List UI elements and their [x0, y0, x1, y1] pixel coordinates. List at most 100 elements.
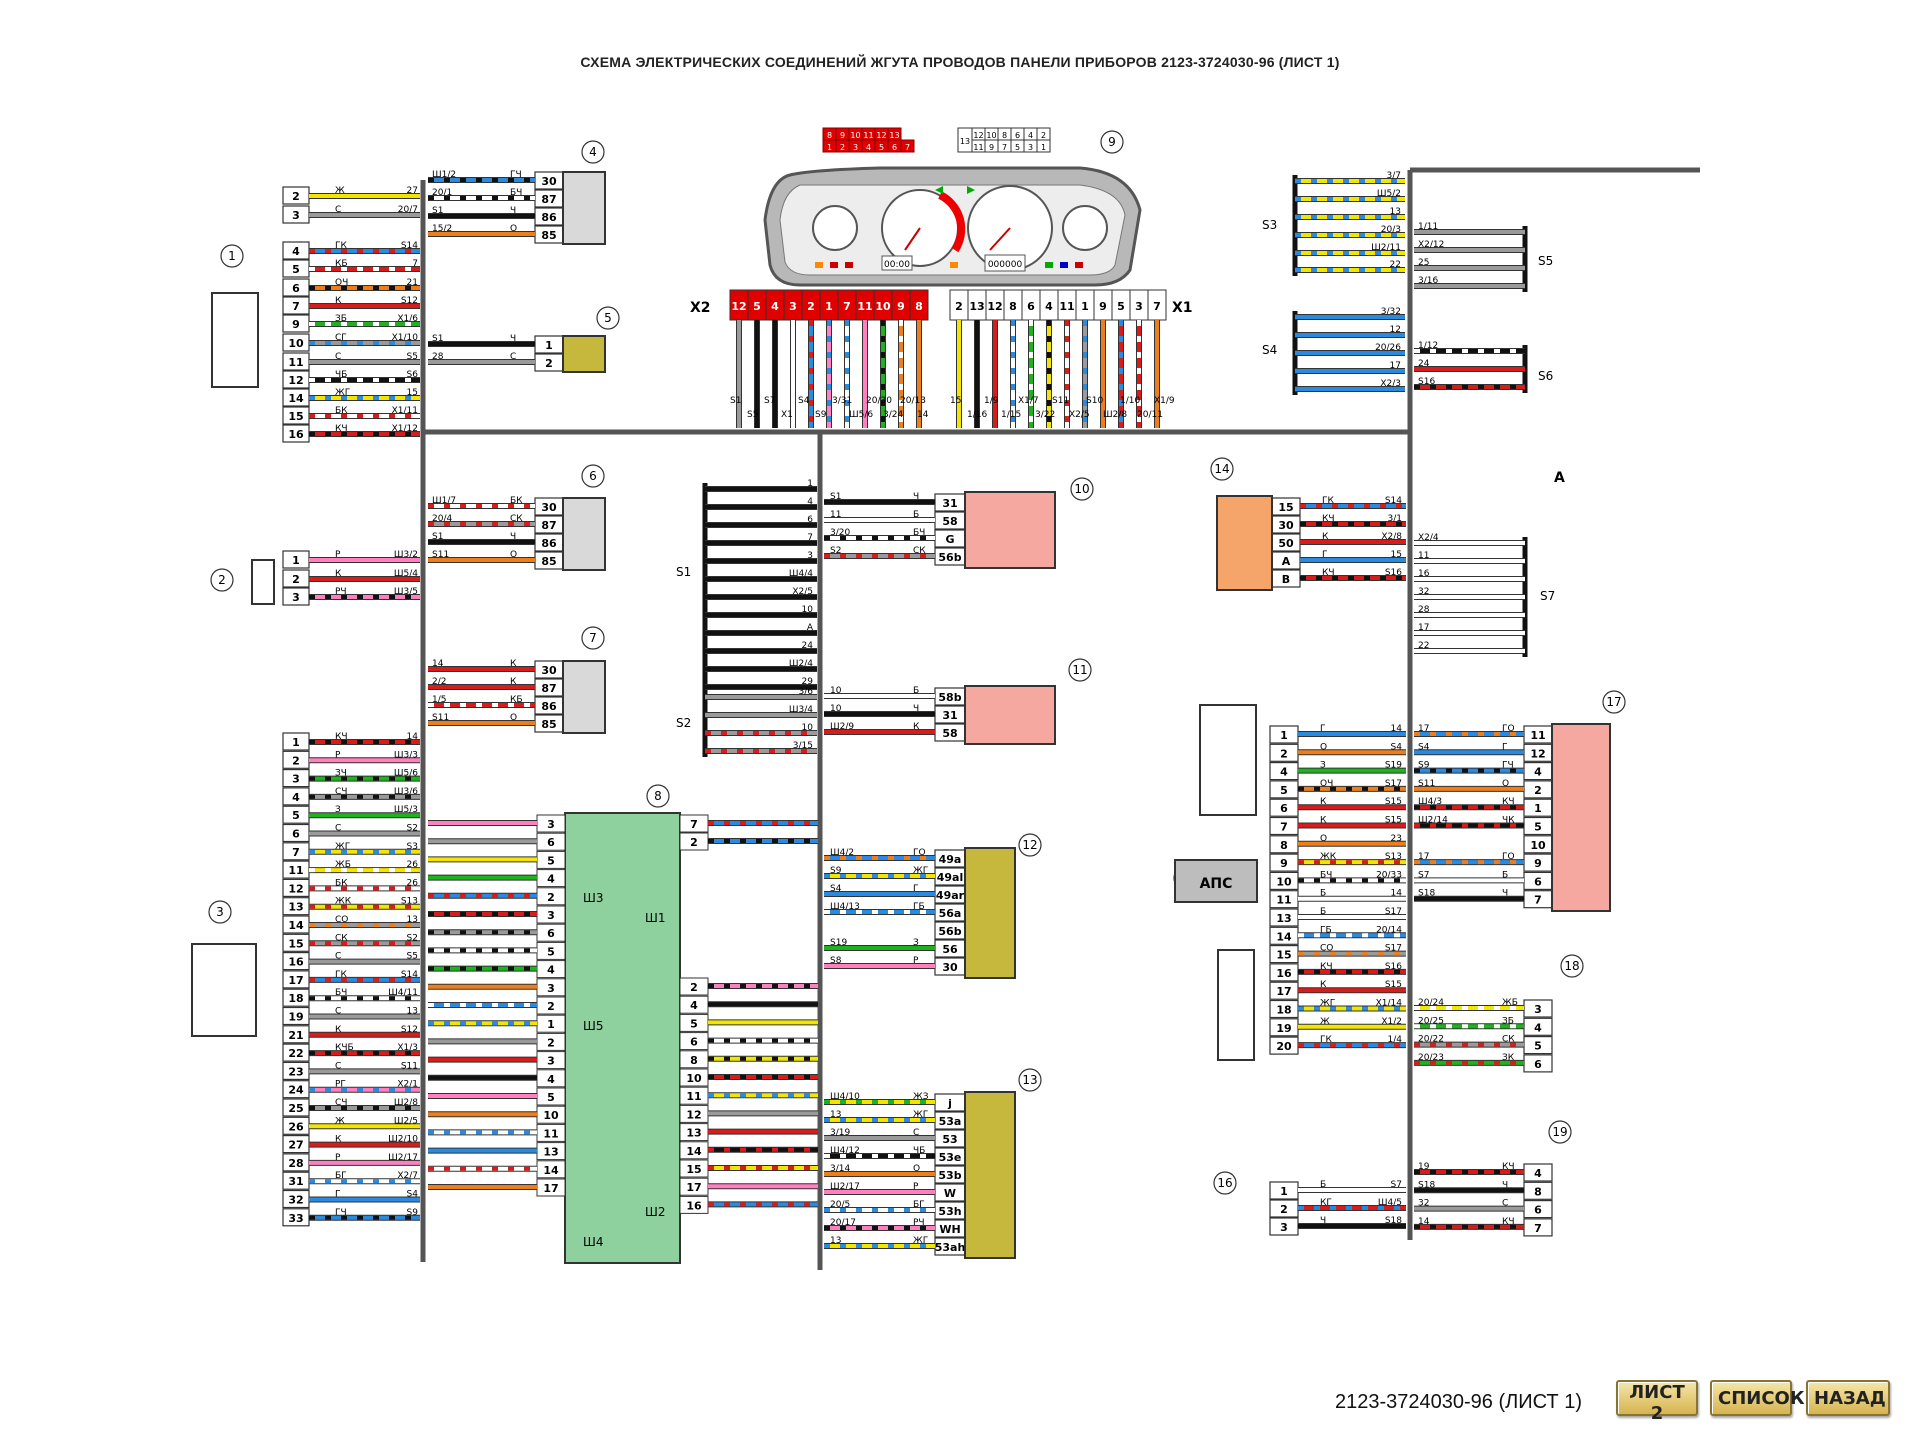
s3-label: S3: [1262, 218, 1277, 232]
wire-dest: 20/14: [1376, 925, 1402, 935]
wire-dest: S18: [1418, 889, 1435, 899]
wire-dest: 15: [950, 396, 961, 406]
pin-number: 86: [541, 211, 557, 224]
pin-number: 11: [1530, 729, 1545, 742]
relay-body: [562, 660, 606, 734]
wire-code: ЖГ: [335, 842, 350, 852]
wire-dest: X1/14: [1376, 999, 1403, 1009]
component-number: 7: [589, 631, 597, 645]
component-number: 18: [1564, 959, 1579, 973]
wire-dest: Ш4/5: [1378, 1198, 1402, 1208]
pin-number: 9: [292, 318, 300, 331]
number-circle: [581, 464, 605, 488]
pin-number: 85: [541, 229, 556, 242]
number-circle: [596, 306, 620, 330]
wire-dest: S18: [1385, 1216, 1402, 1226]
wire-code: БГ: [335, 1171, 347, 1181]
wire-code: СО: [335, 915, 348, 925]
wire-dest: S12: [401, 296, 418, 306]
pin-number: 7: [843, 300, 851, 313]
splice-dest: 3/7: [1387, 171, 1401, 181]
sh4-label: Ш4: [583, 1235, 603, 1249]
wire-code: Б: [1320, 889, 1326, 899]
wire-dest: 3/24: [883, 410, 903, 420]
wire-code: ГЧ: [1502, 761, 1514, 771]
pin-number: 18: [1276, 1004, 1291, 1017]
component-number: 4: [589, 145, 597, 159]
splice-dest: 16: [1418, 569, 1430, 579]
wire-code: ЖГ: [913, 1110, 928, 1120]
number-circle: [581, 140, 605, 164]
wire-dest: 14: [1391, 724, 1403, 734]
splice-dest: S16: [1418, 377, 1435, 387]
pin-number: 53ah: [935, 1241, 966, 1254]
splice-dest: 1: [807, 479, 813, 489]
wire-dest: S10: [1086, 396, 1103, 406]
wire-dest: Ш3/6: [394, 787, 418, 797]
wire-dest: S9: [815, 410, 827, 420]
splice-dest: 22: [1390, 260, 1401, 270]
pin-number: 10: [1276, 875, 1292, 888]
pin-number: 1: [827, 143, 832, 152]
wire-dest: S11: [432, 713, 449, 723]
wire-code: ОЧ: [1320, 779, 1333, 789]
wire-dest: S11: [1418, 779, 1435, 789]
wire-code: РЧ: [913, 1218, 925, 1228]
pin-number: 4: [547, 1073, 555, 1086]
wire-dest: 20/11: [1137, 410, 1163, 420]
wire-dest: S9: [1418, 761, 1430, 771]
wire-dest: S11: [401, 1061, 418, 1071]
sheet2-button[interactable]: ЛИСТ 2: [1616, 1380, 1698, 1424]
wire-code: К: [1320, 980, 1327, 990]
component-number: 5: [604, 311, 612, 325]
pin-number: 11: [288, 864, 303, 877]
wire-dest: 20/4: [432, 514, 452, 524]
wire-dest: 3/19: [830, 1128, 850, 1138]
wire-dest: Ш2/9: [830, 722, 854, 732]
list-button[interactable]: СПИСОК: [1710, 1380, 1805, 1416]
component-number: 8: [654, 789, 662, 803]
wire-dest: S6: [407, 370, 419, 380]
wire-code: Ч: [913, 704, 919, 714]
pin-number: 4: [690, 999, 698, 1012]
pin-number: 1: [1280, 1185, 1288, 1198]
wire-dest: X2/8: [1381, 532, 1402, 542]
wire-dest: X1/2: [1381, 1017, 1402, 1027]
wire-code: ЖГ: [335, 388, 350, 398]
component-body: [964, 685, 1056, 745]
pin-number: 86: [541, 537, 557, 550]
wire-code: З: [335, 805, 341, 815]
splice-dest: 7: [807, 533, 813, 543]
wire-code: Г: [1322, 550, 1328, 560]
pin-number: 30: [1278, 519, 1294, 532]
splice-dest: 4: [807, 497, 813, 507]
wire-dest: Ш1/2: [432, 170, 456, 180]
wire-code: Ч: [1502, 1180, 1508, 1190]
cluster-wires: S1S5S7X1S4S93/31Ш5/620/303/2420/1314151/…: [730, 320, 1175, 428]
wire-dest: S15: [1385, 816, 1402, 826]
pin-number: 3: [1135, 300, 1143, 313]
wire-code: ГК: [1320, 1035, 1332, 1045]
pin-number: 5: [1534, 1040, 1542, 1053]
s2-label: S2: [676, 716, 691, 730]
back-button[interactable]: НАЗАД: [1806, 1380, 1890, 1416]
wire-dest: 17: [1418, 852, 1429, 862]
pin-number: 7: [1153, 300, 1161, 313]
relay-body: [562, 497, 606, 571]
pin-number: 12: [1530, 747, 1545, 760]
pin-number: 4: [1534, 1167, 1542, 1180]
number-circle: [220, 244, 244, 268]
pin-number: 2: [1280, 747, 1288, 760]
wire-code: С: [335, 205, 341, 215]
page-title: СХЕМА ЭЛЕКТРИЧЕСКИХ СОЕДИНЕНИЙ ЖГУТА ПРО…: [580, 54, 1340, 70]
pin-number: 11: [288, 356, 303, 369]
pin-number: 10: [686, 1072, 702, 1085]
pin-number: 7: [292, 300, 300, 313]
wire-dest: 15: [407, 388, 418, 398]
mounting-block-8: 8Ш3Ш1Ш5Ш2Ш436542365432123451011131417722…: [428, 784, 818, 1264]
s4-label: S4: [1262, 343, 1277, 357]
wire-code: ЗЧ: [335, 769, 347, 779]
